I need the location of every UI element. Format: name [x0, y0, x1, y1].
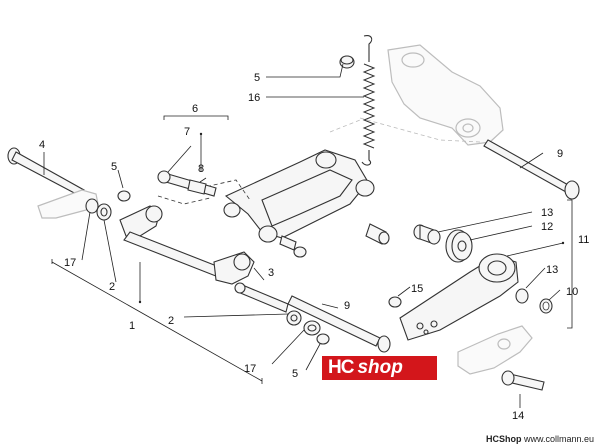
- callout-5-left: 5: [111, 161, 117, 173]
- callout-2-left: 2: [109, 281, 115, 293]
- nut-top-part: [339, 55, 355, 69]
- callout-5-bottom: 5: [292, 368, 298, 380]
- callout-10: 10: [566, 286, 578, 298]
- callout-9-mid: 9: [344, 300, 350, 312]
- callout-11: 11: [578, 234, 589, 246]
- silentblock-part: [445, 229, 473, 263]
- frame-mount-ghost: [329, 44, 504, 146]
- footer-credit: HCShop www.collmann.eu: [486, 434, 594, 444]
- bush-right-part: [515, 288, 529, 304]
- pin-and-bush-part: [157, 170, 217, 197]
- callout-9-top: 9: [557, 148, 563, 160]
- lower-bracket-ghost: [457, 325, 533, 375]
- callout-3: 3: [268, 267, 274, 279]
- callout-4: 4: [39, 139, 45, 151]
- pin-mid-part: [234, 246, 307, 313]
- bolt-left-part: [7, 147, 85, 197]
- bolt-long-upper-part: [483, 139, 580, 200]
- callout-15: 15: [411, 283, 423, 295]
- callout-8: 8: [198, 163, 204, 175]
- callout-6: 6: [192, 103, 198, 115]
- callout-12: 12: [541, 221, 553, 233]
- bolt-14-part: [501, 370, 545, 391]
- nut-left-part: [117, 190, 131, 202]
- callout-17-left: 17: [64, 257, 76, 269]
- right-link-part: [399, 253, 519, 341]
- leader-lines: [43, 63, 565, 408]
- nut-lower-part: [316, 333, 330, 345]
- callout-13-right: 13: [546, 264, 558, 276]
- callout-14: 14: [512, 410, 524, 422]
- lower-link-part: [119, 205, 255, 285]
- bush-mid-part: [286, 310, 302, 326]
- bush-upper-part: [413, 224, 441, 245]
- bolt-long-mid-part: [287, 295, 391, 353]
- footer-brand: HCShop: [485, 434, 522, 444]
- callout-2-mid: 2: [168, 315, 174, 327]
- callout-16: 16: [248, 92, 260, 104]
- bracket-lines: [51, 115, 573, 384]
- callout-13-top: 13: [541, 207, 553, 219]
- footer-site: www.collmann.eu: [521, 434, 594, 444]
- washer-left-part: [85, 198, 112, 221]
- logo-hc-text: HC: [328, 357, 354, 378]
- ring-part: [539, 298, 553, 314]
- callout-17-bottom: 17: [244, 363, 256, 375]
- nut-15-part: [388, 296, 402, 308]
- callout-5-top: 5: [254, 72, 260, 84]
- callout-7: 7: [184, 126, 190, 138]
- logo-shop-text: shop: [357, 357, 403, 378]
- washer-lower-part: [303, 320, 321, 336]
- upper-link-arm-part: [157, 149, 390, 251]
- callout-1: 1: [129, 320, 135, 332]
- spring-part: [361, 35, 376, 166]
- hcshop-logo: HC shop: [322, 356, 437, 380]
